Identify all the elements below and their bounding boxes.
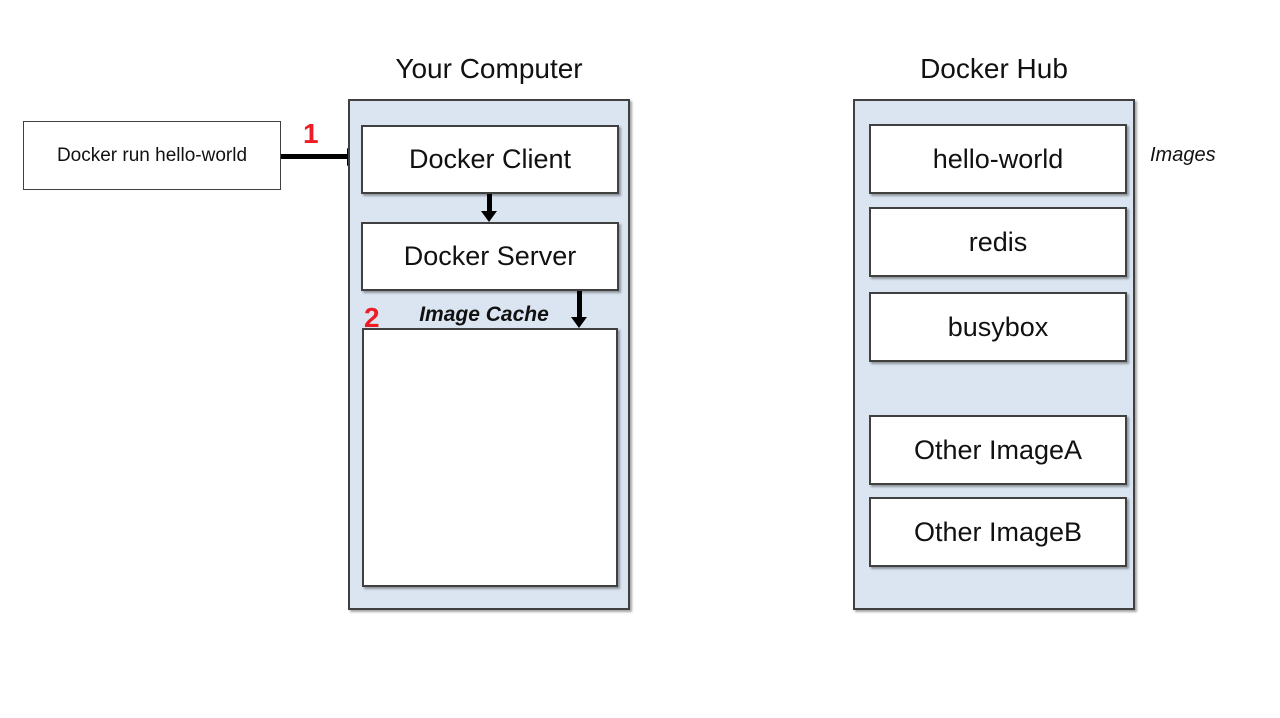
command-box: Docker run hello-world — [23, 121, 281, 190]
hub-image-box-redis: redis — [869, 207, 1127, 277]
hub-image-label: hello-world — [932, 143, 1064, 174]
image-cache-label: Image Cache — [419, 303, 549, 326]
hub-image-label: Other ImageB — [913, 516, 1083, 547]
arrow-command-to-client-line — [281, 154, 347, 159]
arrow-client-to-server-line — [487, 194, 492, 213]
step-2-label: 2 — [364, 302, 380, 333]
hub-image-box-other-a: Other ImageA — [869, 415, 1127, 485]
image-cache-box — [362, 328, 618, 587]
arrow-server-to-cache-line — [577, 291, 582, 318]
docker-server-box: Docker Server — [361, 222, 619, 291]
hub-image-box-other-b: Other ImageB — [869, 497, 1127, 567]
arrow-client-to-server-head — [481, 211, 497, 222]
docker-client-label: Docker Client — [408, 144, 572, 174]
hub-image-label: redis — [968, 226, 1028, 257]
docker-client-box: Docker Client — [361, 125, 619, 194]
images-annotation-label: Images — [1150, 144, 1216, 166]
hub-image-label: Other ImageA — [913, 434, 1083, 465]
docker-hub-title: Docker Hub — [920, 53, 1068, 84]
your-computer-title: Your Computer — [395, 53, 583, 84]
docker-server-label: Docker Server — [403, 241, 577, 271]
hub-image-box-hello-world: hello-world — [869, 124, 1127, 194]
arrow-server-to-cache-head — [571, 317, 587, 328]
hub-image-box-busybox: busybox — [869, 292, 1127, 362]
step-1-label: 1 — [303, 118, 319, 149]
hub-image-label: busybox — [947, 311, 1049, 342]
command-label: Docker run hello-world — [56, 144, 248, 166]
